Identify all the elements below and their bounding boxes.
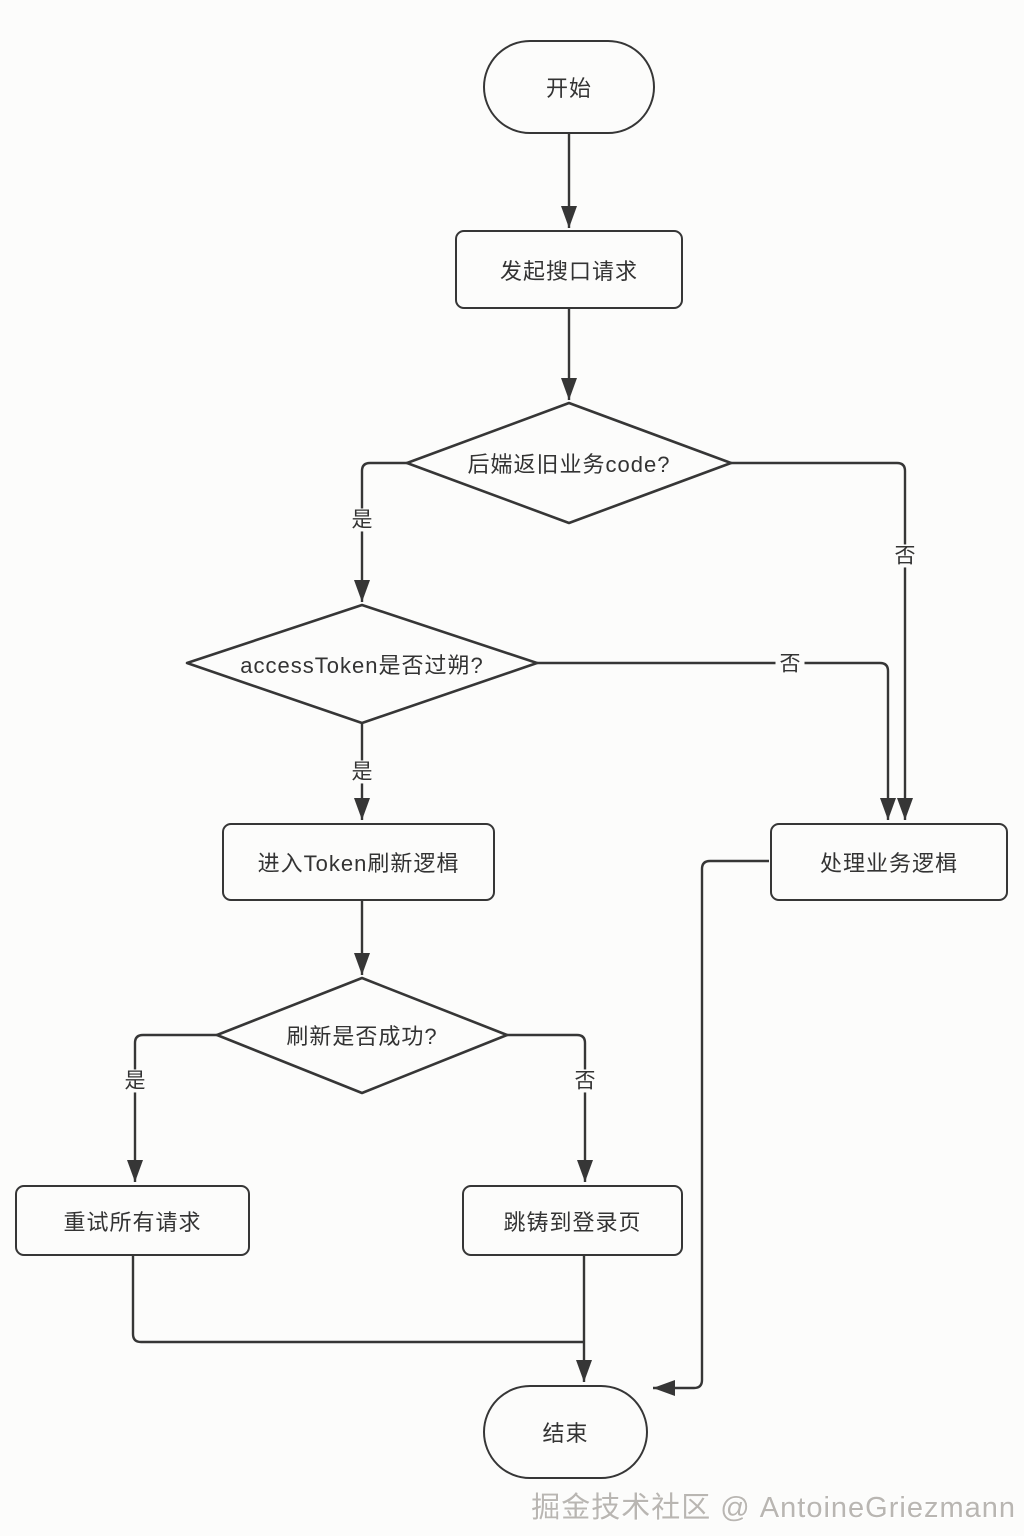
node-start-label: 开始 — [545, 76, 592, 101]
decision-refresh-diamond — [215, 976, 509, 1095]
edge-label-refresh-yes: 是 — [120, 1069, 150, 1093]
edge-label-code-yes: 是 — [347, 508, 377, 532]
decision-code-diamond — [405, 401, 733, 525]
decision-token-label: accessToken是否过朔? — [240, 653, 484, 678]
edge-retry-to-junction — [131, 1256, 584, 1344]
node-request-label: 发起搜口请求 — [499, 258, 638, 284]
node-business-logic: 处理业务逻楫 — [770, 823, 1008, 901]
edge-token-no-to-business — [537, 661, 896, 820]
edge-label-code-no: 否 — [890, 544, 920, 568]
node-goto-login-label: 跳铸到登录页 — [503, 1209, 642, 1235]
node-retry-requests: 重试所有请求 — [15, 1185, 250, 1256]
watermark-text: 掘金技术社区 @ AntoineGriezmann — [531, 1492, 1016, 1524]
node-goto-login: 跳铸到登录页 — [462, 1185, 683, 1256]
edge-refresh-yes-to-retry — [127, 1033, 217, 1182]
decision-token-diamond — [185, 603, 539, 725]
node-retry-requests-label: 重试所有请求 — [63, 1209, 202, 1235]
decision-code-label: 后媏返旧业务code? — [467, 452, 671, 477]
decision-refresh-label: 刷新是否成功? — [286, 1024, 438, 1049]
node-request: 发起搜口请求 — [455, 230, 683, 309]
node-refresh-logic: 进入Token刷新逻楫 — [222, 823, 495, 901]
node-business-logic-label: 处理业务逻楫 — [819, 851, 958, 876]
edge-label-refresh-no: 否 — [570, 1069, 600, 1093]
edge-code-no-to-business — [731, 461, 913, 820]
edge-label-token-yes: 是 — [347, 760, 377, 784]
edge-business-to-end — [653, 859, 769, 1396]
edge-refresh-no-to-login — [507, 1033, 593, 1182]
edge-code-yes-to-decision-token — [354, 461, 407, 602]
node-start: 开始 — [483, 40, 655, 134]
edge-label-token-no: 否 — [775, 652, 805, 676]
node-end-label: 结束 — [542, 1421, 589, 1446]
node-refresh-logic-label: 进入Token刷新逻楫 — [257, 851, 460, 876]
node-end: 结束 — [483, 1385, 648, 1479]
